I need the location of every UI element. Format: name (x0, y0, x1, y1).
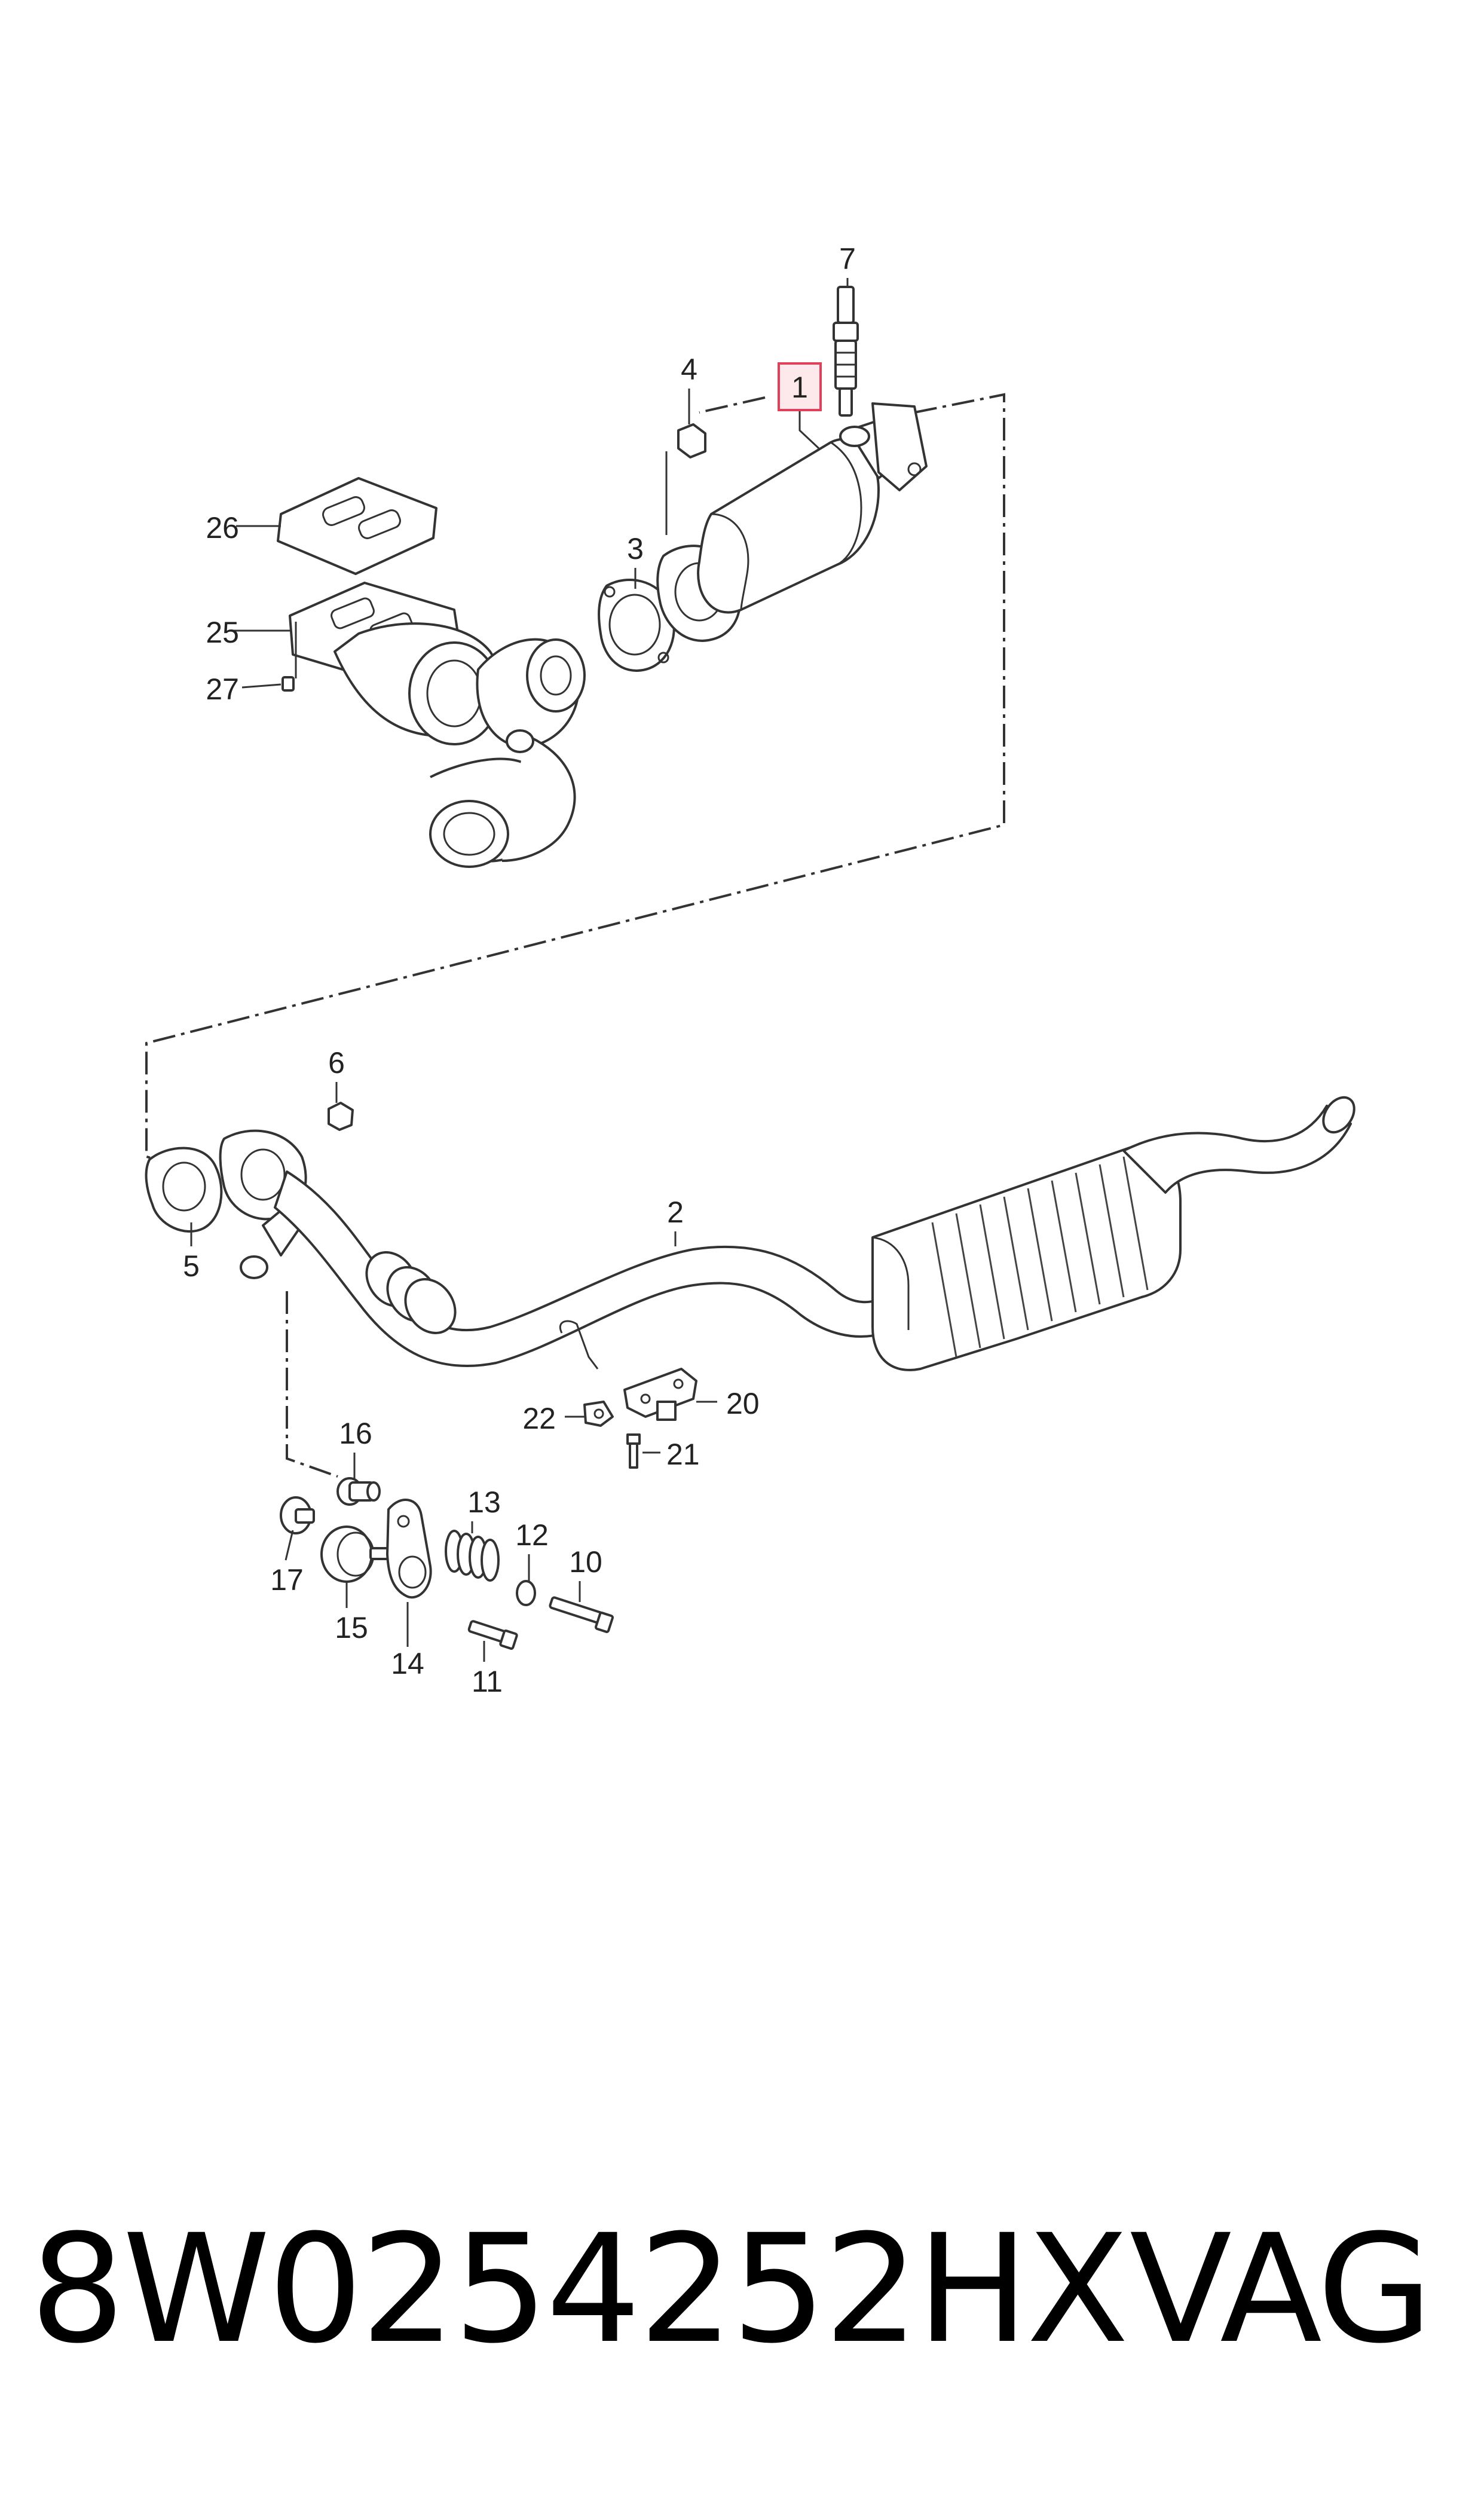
highlight-box-callout-1 (778, 362, 822, 411)
callout-1: 1 (791, 371, 808, 404)
callout-10: 10 (569, 1545, 602, 1579)
hanger-bracket-assembly (583, 1368, 697, 1469)
callout-3: 3 (627, 532, 644, 565)
callout-25: 25 (206, 616, 239, 649)
callout-6: 6 (328, 1046, 345, 1080)
rubber-mount-assembly (280, 1291, 614, 1650)
nut-4-shape (665, 423, 706, 535)
assembly-boundary-dashed-line (145, 393, 1005, 1167)
callout-20: 20 (726, 1387, 760, 1420)
callout-17: 17 (270, 1563, 304, 1597)
callout-16: 16 (339, 1417, 372, 1450)
lambda-sensor-7-shape (833, 286, 859, 417)
leader-lines (233, 278, 849, 1662)
callout-5: 5 (183, 1249, 200, 1283)
spring-13-coils (445, 1530, 500, 1582)
callout-27: 27 (206, 672, 239, 706)
callout-7: 7 (839, 242, 856, 276)
callout-2: 2 (667, 1196, 684, 1229)
callout-labels: 1 2 3 4 5 6 7 10 11 12 13 14 15 16 17 20… (183, 242, 856, 1698)
callout-14: 14 (391, 1647, 424, 1680)
gasket-26-shape (277, 477, 437, 575)
gasket-3-shape (598, 579, 675, 672)
turbocharger-assembly (277, 477, 586, 868)
callout-21: 21 (666, 1438, 700, 1471)
exhaust-pipe-silencer-2-shape (274, 1096, 1356, 1371)
callout-12: 12 (515, 1518, 549, 1552)
footer: 8W0254252HX VAG (0, 2200, 1484, 2379)
silencer-ribs (931, 1156, 1149, 1358)
callout-4: 4 (681, 353, 697, 386)
part-number: 8W0254252HX (30, 2202, 1129, 2376)
callout-26: 26 (206, 511, 239, 545)
callout-11: 11 (472, 1665, 503, 1698)
brand-name: VAG (1130, 2202, 1433, 2376)
catalytic-converter-1-shape (656, 402, 928, 642)
callout-15: 15 (335, 1611, 368, 1644)
callout-22: 22 (522, 1402, 556, 1435)
callout-13: 13 (467, 1485, 501, 1519)
